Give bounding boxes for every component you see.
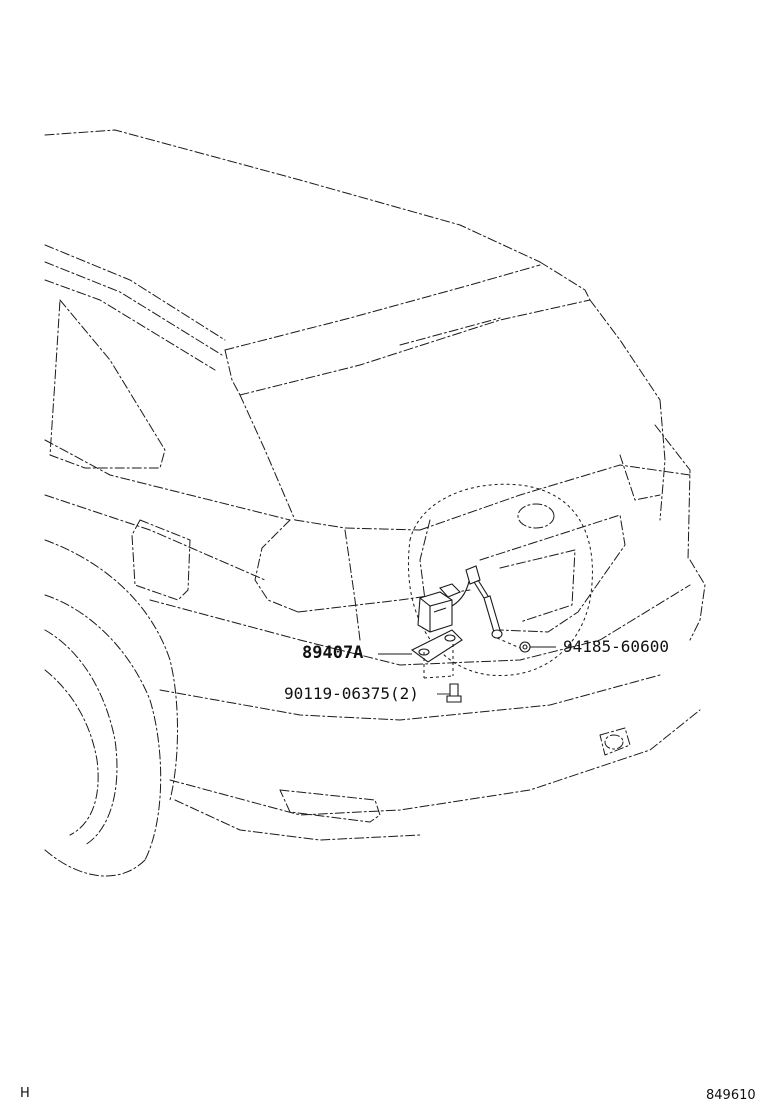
part-number-sensor: 89407A [302,643,363,663]
figure-number: 849610 [706,1088,756,1103]
part-number-bolt: 90119-06375(2) [284,684,419,703]
vehicle-outline [44,129,706,877]
nut [519,641,531,653]
part-number-nut: 94185-60600 [563,637,669,656]
height-sensor-assembly [410,565,521,679]
footer-left-code: H [20,1086,30,1101]
mounting-bolt [446,683,462,703]
